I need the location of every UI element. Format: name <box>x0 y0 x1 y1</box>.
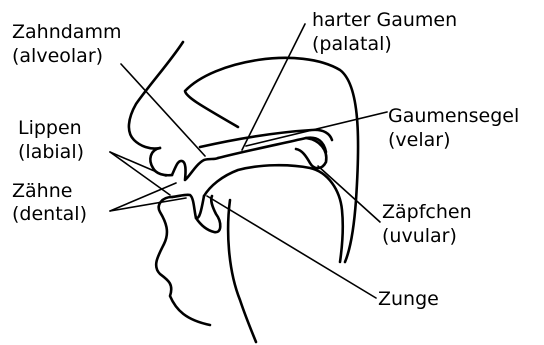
label-harter-gaumen: harter Gaumen (palatal) <box>312 9 457 55</box>
label-zaepfchen-line2: (uvular) <box>382 225 457 247</box>
label-zahndamm-line1: Zahndamm <box>12 21 121 43</box>
label-zahndamm: Zahndamm (alveolar) <box>12 21 121 67</box>
label-gaumensegel-line2: (velar) <box>388 129 451 151</box>
label-lippen: Lippen (labial) <box>18 117 84 163</box>
label-gaumensegel-line1: Gaumensegel <box>388 105 519 127</box>
throat-front <box>228 200 256 342</box>
lower-lip-chin <box>156 197 210 325</box>
upper-teeth <box>172 158 218 180</box>
label-zahndamm-line2: (alveolar) <box>12 45 103 67</box>
leader-zaepfchen <box>318 166 380 222</box>
label-zaehne-line2: (dental) <box>12 203 87 225</box>
label-harter-gaumen-line1: harter Gaumen <box>312 9 457 31</box>
label-zaepfchen: Zäpfchen (uvular) <box>382 201 472 247</box>
tongue <box>204 165 343 262</box>
label-zaehne-line1: Zähne <box>12 180 72 202</box>
label-zaepfchen-line1: Zäpfchen <box>382 201 472 223</box>
nose-outline <box>129 42 183 149</box>
lower-teeth <box>172 195 204 218</box>
label-zunge-line1: Zunge <box>378 288 439 310</box>
leader-zaehne-lower <box>110 198 186 211</box>
label-zunge: Zunge <box>378 288 439 310</box>
head-outline <box>129 42 358 342</box>
label-lippen-line2: (labial) <box>18 141 84 163</box>
label-lippen-line1: Lippen <box>18 117 82 139</box>
label-gaumensegel: Gaumensegel (velar) <box>388 105 519 151</box>
label-zaehne: Zähne (dental) <box>12 180 87 225</box>
label-harter-gaumen-line2: (palatal) <box>312 33 392 55</box>
